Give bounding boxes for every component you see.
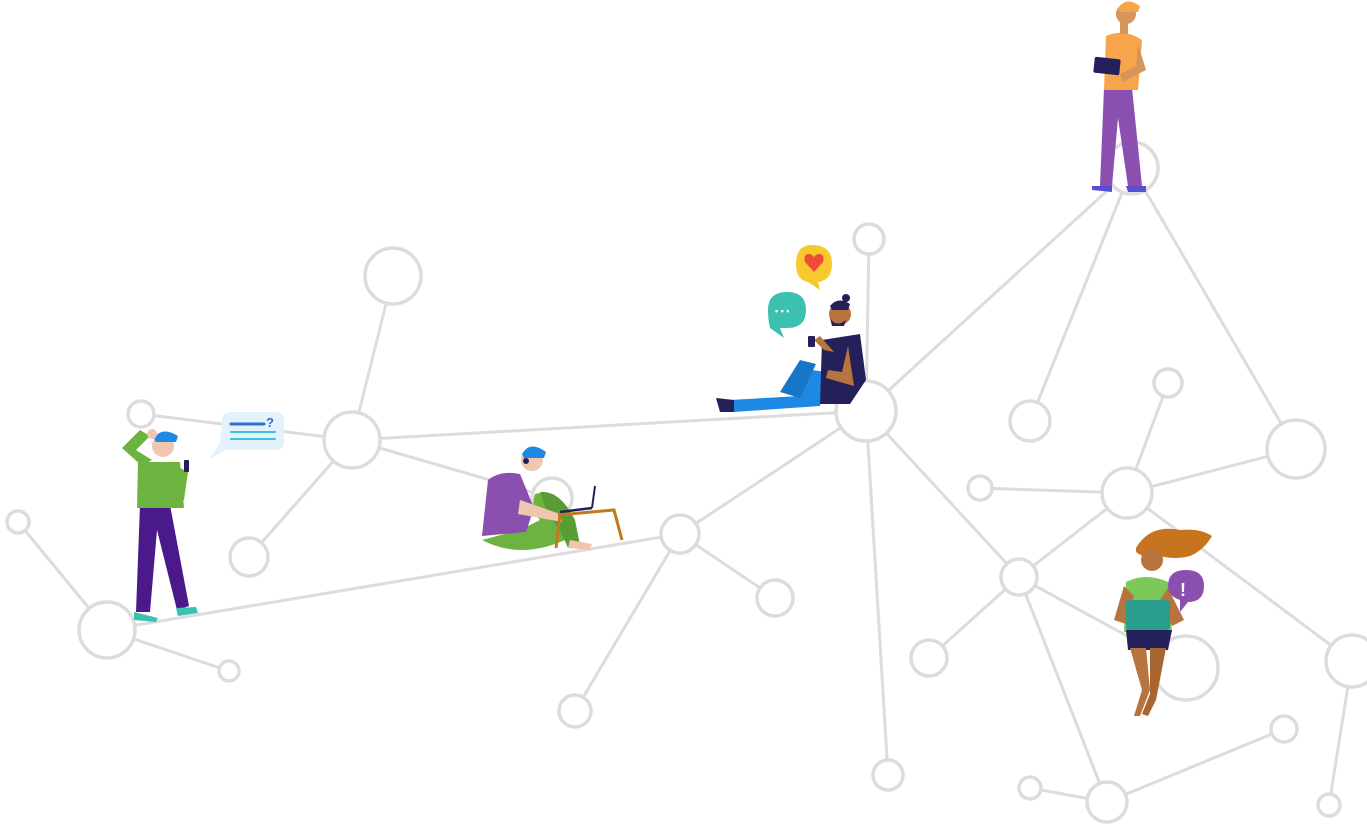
exclamation-mark: ! — [1180, 580, 1186, 600]
heart-icon — [804, 254, 824, 272]
standing-tablet-person — [1092, 1, 1146, 192]
question-message-bubble: ? — [208, 412, 284, 460]
reclining-phone-person — [716, 294, 866, 412]
exclamation-bubble: ! — [1168, 570, 1204, 612]
question-mark: ? — [266, 415, 274, 430]
heart-bubble — [796, 245, 832, 290]
chat-bubble: • • • — [768, 292, 806, 338]
standing-phone-person — [122, 429, 198, 622]
sitting-laptop-woman — [1114, 528, 1212, 716]
chat-ellipsis: • • • — [775, 306, 789, 316]
chat-and-heart-bubbles: • • • — [768, 245, 832, 338]
sitting-laptop-person — [482, 446, 624, 550]
network-nodes — [5, 140, 1367, 824]
